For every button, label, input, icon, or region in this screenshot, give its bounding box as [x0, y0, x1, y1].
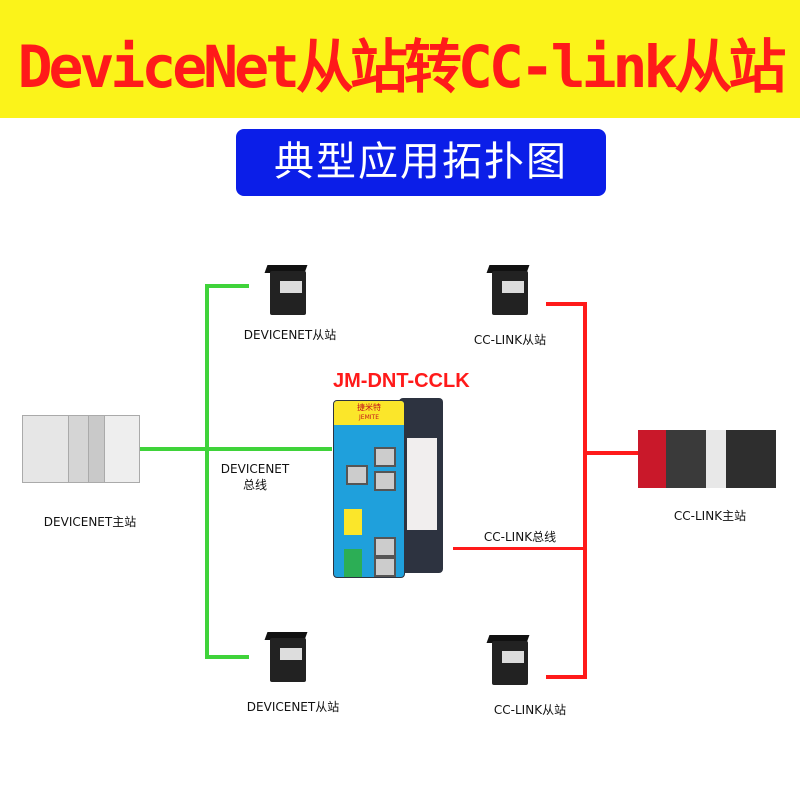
cclink-slave-top-label: CC-LINK从站 — [473, 333, 547, 347]
devicenet-bus-label-line1: DEVICENET — [220, 462, 290, 476]
cclink-bus-vertical — [583, 302, 587, 679]
terminal-block — [344, 549, 362, 577]
devicenet-slave-bottom-label: DEVICENET从站 — [246, 700, 340, 714]
ethernet-port — [374, 447, 396, 467]
cclink-slave-top-device — [486, 265, 532, 315]
cclink-slave-bottom-device — [486, 635, 532, 685]
devicenet-branch-top — [205, 284, 249, 288]
gateway-sticker — [344, 509, 362, 535]
devicenet-bus-label-line2: 总线 — [242, 478, 267, 492]
cclink-branch-top — [546, 302, 586, 306]
devicenet-slave-top-device — [264, 265, 310, 315]
devicenet-slave-bottom-device — [264, 632, 310, 682]
page-title: DeviceNet从站转CC-link从站 — [17, 33, 787, 101]
gateway-model-label: JM-DNT-CCLK — [333, 370, 470, 392]
devicenet-slave-top-label: DEVICENET从站 — [243, 328, 337, 342]
devicenet-branch-bottom — [205, 655, 249, 659]
cclink-branch-master — [585, 451, 640, 455]
subtitle-box: 典型应用拓扑图 — [236, 129, 606, 196]
devicenet-bus-label: DEVICENET 总线 — [220, 461, 290, 493]
cclink-bus-label: CC-LINK总线 — [483, 530, 557, 544]
cclink-master-plc — [638, 430, 776, 488]
cclink-slave-bottom-label: CC-LINK从站 — [493, 703, 567, 717]
ethernet-port — [346, 465, 368, 485]
devicenet-master-label: DEVICENET主站 — [43, 515, 137, 529]
ethernet-port — [374, 537, 396, 557]
ethernet-port — [374, 471, 396, 491]
gateway-brand-logo: 捷米特 JEMITE — [334, 401, 404, 425]
cclink-master-label: CC-LINK主站 — [673, 509, 747, 523]
gateway-device: 捷米特 JEMITE — [333, 398, 445, 578]
devicenet-branch-master — [140, 447, 332, 451]
brand-en: JEMITE — [359, 414, 379, 421]
ethernet-port — [374, 557, 396, 577]
devicenet-bus-vertical — [205, 284, 209, 659]
brand-cn: 捷米特 — [357, 403, 381, 412]
cclink-branch-gateway — [453, 547, 586, 550]
devicenet-master-plc — [22, 415, 140, 483]
title-banner — [0, 0, 800, 118]
cclink-branch-bottom — [546, 675, 586, 679]
